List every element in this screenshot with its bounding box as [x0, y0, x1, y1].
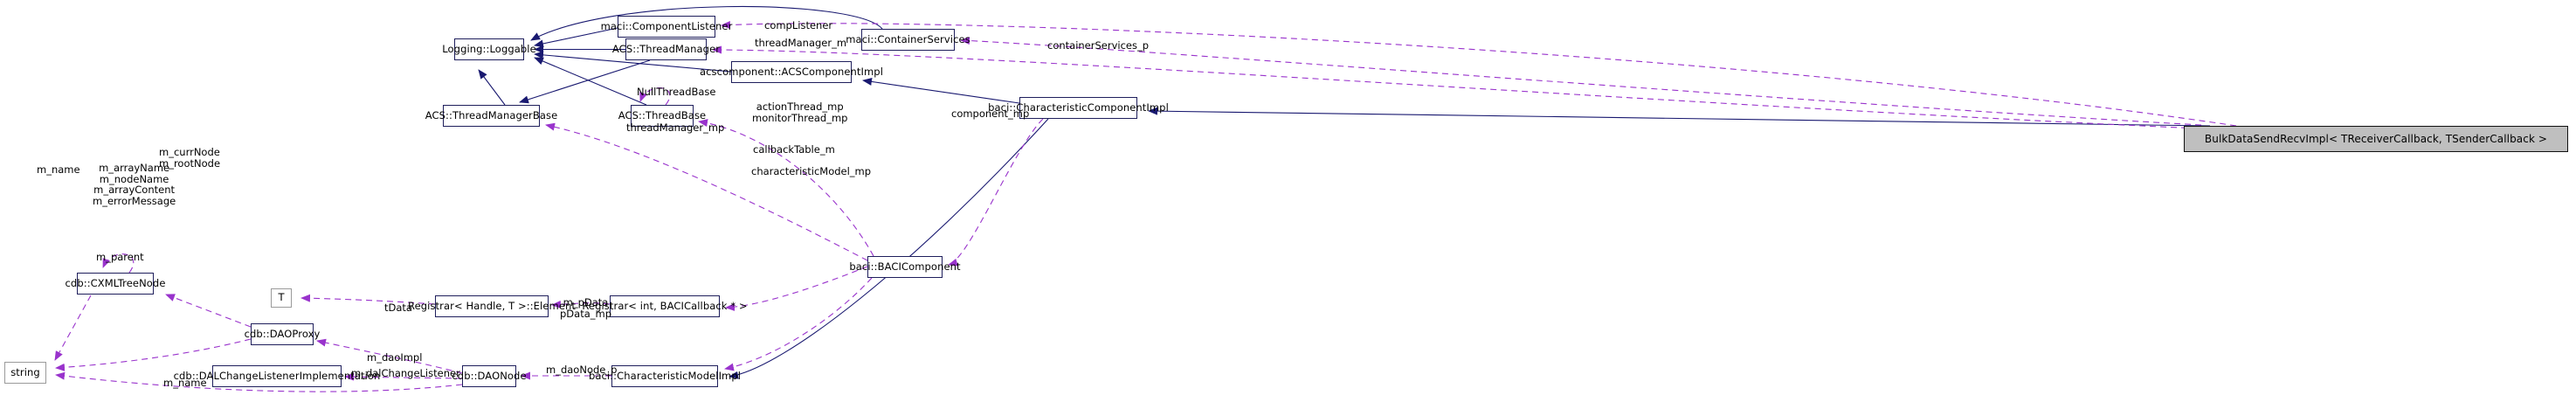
node-logging-loggable[interactable]: Logging::Loggable: [442, 38, 536, 60]
edge-label-threadmanager-m: threadManager_m: [755, 37, 847, 49]
node-string[interactable]: string: [4, 362, 46, 384]
edge-label-tdata: tData: [384, 302, 412, 314]
node-bulkdatasendrecvimpl[interactable]: BulkDataSendRecvImpl< TReceiverCallback,…: [2184, 126, 2568, 152]
node-maci-containerservices[interactable]: maci::ContainerServices: [846, 29, 970, 51]
edge-label-nullthreadbase: NullThreadBase: [637, 86, 716, 98]
edge-label-m-name-left: m_name: [37, 163, 80, 176]
node-acs-threadbase[interactable]: ACS::ThreadBase: [618, 105, 706, 127]
usage-edges: [54, 21, 2237, 392]
edge-label-threadmanager-mp: threadManager_mp: [626, 121, 725, 134]
node-acscomponent-acscomponentimpl[interactable]: acscomponent::ACSComponentImpl: [700, 61, 883, 83]
edge-label-complistener: compListener: [764, 19, 833, 31]
edge-label-containerservices-p: containerServices_p: [1047, 39, 1150, 52]
node-cdb-daonode[interactable]: cdb::DAONode: [452, 365, 527, 387]
edge-label-m-daonode-p: m_daoNode_p: [546, 364, 618, 376]
node-registrar-handle-t-element[interactable]: Registrar< Handle, T >::Element: [408, 295, 576, 317]
edge-label-m-pdata-pdata-mp: m_pData pData_mp: [560, 296, 612, 320]
edge-label-m-currnode-m-rootnode: m_currNode m_rootNode: [159, 146, 221, 170]
node-cdb-cxmltreenode[interactable]: cdb::CXMLTreeNode: [66, 273, 165, 295]
edge-label-callbacktable-m: callbackTable_m: [753, 143, 835, 156]
edge-label-m-parent: m_parent: [96, 251, 144, 263]
node-acs-threadmanagerbase[interactable]: ACS::ThreadManagerBase: [425, 105, 557, 127]
node-cdb-daoproxy[interactable]: cdb::DAOProxy: [245, 323, 320, 345]
node-cdb-dalchangelistenerimplementation[interactable]: cdb::DALChangeListenerImplementation: [174, 365, 380, 387]
edge-label-component-mp: component_mp: [951, 107, 1030, 120]
node-registrar-int-bacicallback[interactable]: Registrar< int, BACICallback * >: [582, 295, 748, 317]
edge-label-characteristicmodel-mp: characteristicModel_mp: [751, 165, 872, 177]
node-template-parameter-t[interactable]: T: [271, 288, 292, 308]
edge-label-actionthread-monitorthread: actionThread_mp monitorThread_mp: [752, 101, 848, 124]
node-maci-componentlistener[interactable]: maci::ComponentListener: [601, 16, 732, 38]
edge-label-m-array-fields: m_arrayName m_nodeName m_arrayContent m_…: [93, 162, 176, 207]
node-baci-characteristiccomponentimpl[interactable]: baci::CharacteristicComponentImpl: [988, 97, 1169, 119]
node-baci-characteristicmodelimpl[interactable]: baci::CharacteristicModelImpl: [589, 365, 741, 387]
edge-label-m-dalchangelistener: m_dalChangeListener: [351, 367, 460, 379]
edge-label-m-name-bottom: m_name: [163, 377, 207, 389]
node-acs-threadmanager[interactable]: ACS::ThreadManager: [612, 38, 720, 60]
node-baci-bacicomponent[interactable]: baci::BACIComponent: [849, 256, 961, 278]
edge-label-m-daoimpl: m_daoImpl: [367, 351, 423, 364]
